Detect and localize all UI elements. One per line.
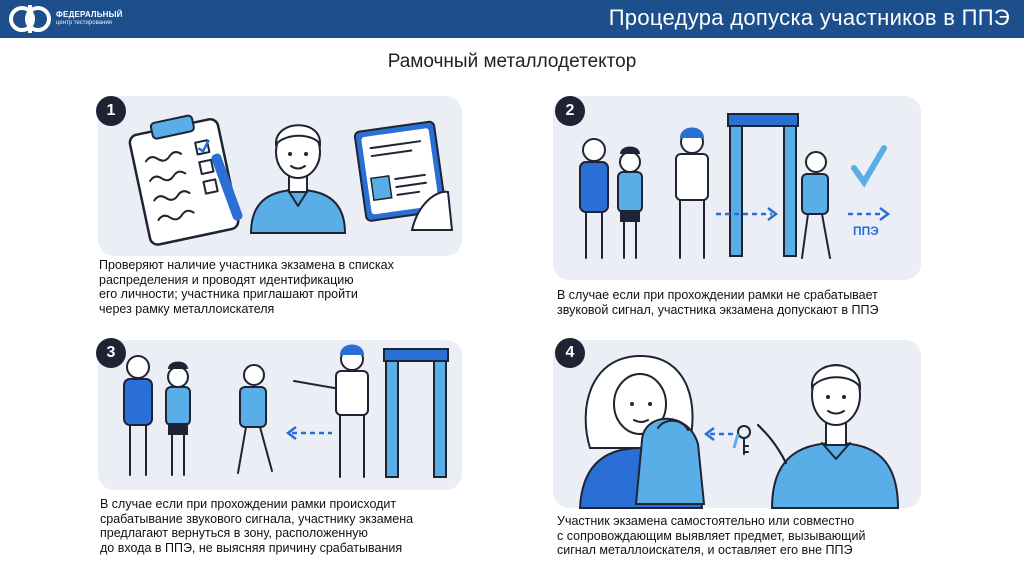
officer-portrait-illustration: [249, 124, 347, 234]
step-1-number: 1: [96, 96, 126, 126]
step-2-number: 2: [555, 96, 585, 126]
step-1-caption: Проверяют наличие участника экзамена в с…: [99, 258, 394, 316]
step-3-panel: [98, 340, 462, 490]
step-3-caption: В случае если при прохождении рамки прои…: [100, 497, 414, 555]
logo: ФЕДЕРАЛЬНЫЙ центр тестирования: [8, 3, 128, 35]
step-2-caption: В случае если при прохождении рамки не с…: [557, 288, 879, 317]
step-3-number: 3: [96, 338, 126, 368]
header-bar: ФЕДЕРАЛЬНЫЙ центр тестирования Процедура…: [0, 0, 1024, 38]
logo-icon: [9, 5, 51, 33]
step-4-number: 4: [555, 338, 585, 368]
keys-arrow-illustration: [703, 425, 751, 455]
ppe-door-label: ППЭ: [853, 224, 879, 238]
logo-line1: ФЕДЕРАЛЬНЫЙ: [56, 10, 123, 19]
return-to-zone-illustration: [123, 344, 449, 478]
woman-with-bag-illustration: [578, 354, 706, 509]
clipboard-checklist-illustration: [128, 114, 243, 246]
step-4-caption: Участник экзамена самостоятельно или сов…: [557, 514, 866, 557]
page-title: Процедура допуска участников в ППЭ: [608, 5, 1010, 30]
man-with-keys-illustration: [757, 364, 900, 509]
queue-and-frame-illustration: [579, 113, 891, 259]
passport-illustration: [353, 120, 454, 231]
section-subtitle: Рамочный металлодетектор: [387, 51, 637, 72]
logo-line2: центр тестирования: [56, 20, 112, 26]
